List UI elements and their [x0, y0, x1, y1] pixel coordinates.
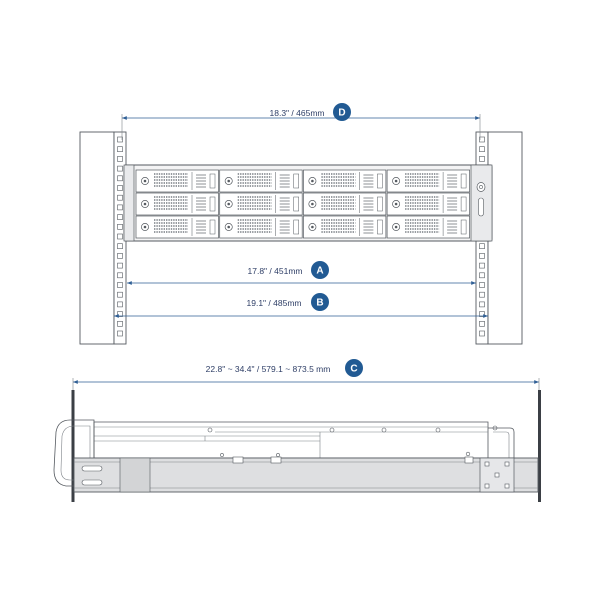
rack-post-front-side	[71, 390, 75, 502]
rack-hole-right	[479, 301, 485, 308]
badge-c	[345, 359, 363, 377]
rack-hole-right	[479, 272, 485, 279]
rack-hole-right	[479, 243, 485, 249]
dimension-b: 19.1" / 485mm B	[114, 293, 488, 318]
rack-hole-left	[117, 262, 123, 269]
rack-hole-left	[117, 224, 123, 230]
rack-hole-left	[117, 194, 123, 201]
drive-bay	[135, 192, 219, 216]
nas-chassis	[123, 164, 493, 242]
rack-hole-left	[117, 156, 123, 162]
dimension-b-label: 19.1" / 485mm	[247, 298, 302, 308]
rack-hole-right	[479, 253, 485, 259]
drive-bay	[135, 215, 219, 239]
rack-hole-left	[117, 272, 123, 279]
rail-slot-lower	[81, 479, 103, 486]
rack-hole-right	[479, 136, 485, 143]
rack-hole-left	[117, 146, 123, 152]
drive-bay	[219, 215, 303, 239]
dimension-a-label: 17.8" / 451mm	[248, 266, 303, 276]
rack-hole-left	[117, 165, 123, 172]
badge-c-letter: C	[350, 364, 357, 375]
badge-d	[333, 103, 351, 121]
rack-hole-right	[479, 282, 485, 288]
rack-post-left	[79, 131, 127, 345]
drive-bay	[386, 192, 470, 216]
rack-hole-left	[117, 204, 123, 211]
badge-b	[311, 293, 329, 311]
rack-post-rear-side	[538, 390, 541, 502]
drive-bay	[219, 192, 303, 216]
side-view: 22.8" ~ 34.4" / 579.1 ~ 873.5 mm C	[53, 359, 541, 502]
drive-bay	[219, 169, 303, 193]
rack-hole-left	[117, 301, 123, 308]
rack-hole-left	[117, 320, 123, 327]
drive-bay	[386, 169, 470, 193]
rack-hole-right	[479, 330, 485, 337]
dimension-a: 17.8" / 451mm A	[127, 261, 476, 285]
rack-hole-left	[117, 175, 123, 182]
drive-bay	[135, 169, 219, 193]
rack-hole-left	[117, 243, 123, 249]
drive-bay	[303, 169, 387, 193]
rack-hole-right	[479, 291, 485, 298]
rack-hole-right	[479, 146, 485, 152]
badge-a	[311, 261, 329, 279]
rack-hole-right	[479, 262, 485, 269]
front-view: 18.3" / 465mm D 17.8" / 451mm A 19.1" / …	[79, 103, 523, 345]
status-led-strip	[478, 197, 484, 217]
drive-bay	[303, 192, 387, 216]
rack-hole-left	[117, 214, 123, 220]
dimension-c: 22.8" ~ 34.4" / 579.1 ~ 873.5 mm C	[72, 359, 540, 394]
drive-bay	[386, 215, 470, 239]
rack-hole-left	[117, 185, 123, 191]
outer-rail	[73, 456, 539, 493]
badge-b-letter: B	[316, 298, 323, 309]
rack-hole-left	[117, 253, 123, 259]
rack-hole-left	[117, 136, 123, 143]
chassis-side-profile	[53, 419, 515, 487]
drive-bay	[303, 215, 387, 239]
rack-hole-left	[117, 233, 123, 240]
badge-d-letter: D	[338, 108, 345, 119]
rack-hole-right	[479, 156, 485, 162]
dimension-c-label: 22.8" ~ 34.4" / 579.1 ~ 873.5 mm	[206, 364, 331, 374]
dimension-d-label: 18.3" / 465mm	[270, 108, 325, 118]
power-button-icon	[476, 182, 486, 192]
badge-a-letter: A	[316, 266, 323, 277]
dimension-d: 18.3" / 465mm D	[121, 103, 481, 140]
rack-hole-right	[479, 320, 485, 327]
rack-hole-left	[117, 282, 123, 288]
rail-slot-upper	[81, 465, 103, 472]
rack-hole-left	[117, 330, 123, 337]
rack-hole-left	[117, 291, 123, 298]
